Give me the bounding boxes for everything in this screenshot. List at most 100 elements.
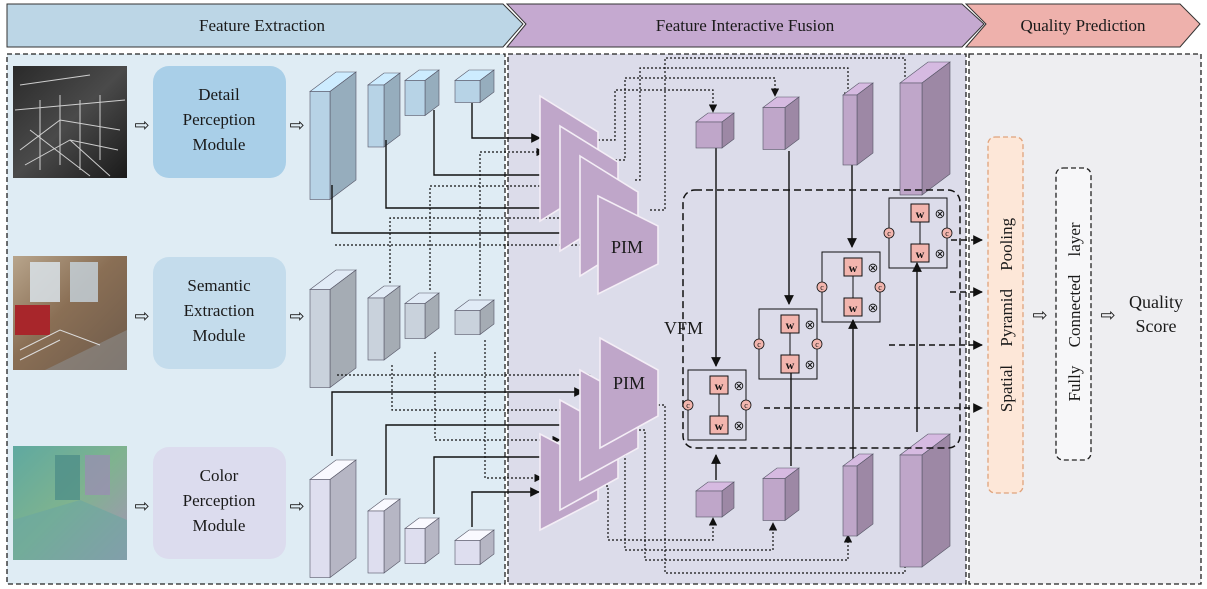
multiply-icon: ⊗ xyxy=(868,260,879,275)
weight-label: w xyxy=(715,379,724,393)
encoder-feature-2-2 xyxy=(367,285,401,361)
concat-icon xyxy=(816,281,828,293)
connection-line xyxy=(391,365,575,415)
connection-line xyxy=(620,454,778,551)
encoder-feature-1-1 xyxy=(309,71,357,201)
fc-word-1: Fully xyxy=(1065,365,1084,401)
input-detail-image xyxy=(13,66,127,178)
connection-line xyxy=(471,103,541,143)
weight-label: w xyxy=(715,419,724,433)
connection-line xyxy=(635,67,853,181)
encoder-feature-3-2 xyxy=(367,498,401,574)
weight-label: w xyxy=(849,261,858,275)
header-label-fusion: Feature Interactive Fusion xyxy=(656,16,835,35)
decoder-bottom-1 xyxy=(695,481,735,518)
arrow-to-score: ⇨ xyxy=(1100,305,1115,325)
fc-label: Fully Connected layer xyxy=(1065,222,1084,401)
concat-label: c xyxy=(878,283,882,292)
encoder-feature-2-4 xyxy=(454,299,495,336)
concat-icon xyxy=(883,227,895,239)
connection-line xyxy=(331,185,596,238)
spp-box xyxy=(987,136,1024,494)
quality-score-line-2: Score xyxy=(1136,316,1177,336)
encoder-feature-3-3 xyxy=(404,517,440,565)
module-label-line: Perception xyxy=(183,110,256,129)
connection-line xyxy=(650,404,910,574)
spp-word-2: Pyramid xyxy=(997,289,1016,347)
multiply-icon: ⊗ xyxy=(935,206,946,221)
encoder-feature-2-3 xyxy=(404,292,440,340)
header-quality-prediction xyxy=(964,3,1201,48)
module-label-line: Module xyxy=(193,135,246,154)
module-label-line: Perception xyxy=(183,491,256,510)
encoder-feature-1-3 xyxy=(404,69,440,117)
concat-icon xyxy=(941,227,953,239)
vfm-region xyxy=(682,189,961,449)
module-label-line: Module xyxy=(193,516,246,535)
encoder-feature-2-1 xyxy=(309,269,357,389)
decoder-bottom-2 xyxy=(762,467,800,522)
hollow-arrow-out: ⇨ xyxy=(289,115,304,135)
multiply-icon: ⊗ xyxy=(868,300,879,315)
connection-line xyxy=(429,181,563,290)
hollow-arrow-in: ⇨ xyxy=(134,115,149,135)
weight-label: w xyxy=(786,358,795,372)
hollow-arrow-in: ⇨ xyxy=(134,496,149,516)
concat-icon xyxy=(682,399,694,411)
connection-line xyxy=(650,57,910,211)
weight-label: w xyxy=(916,207,925,221)
encoder-feature-1-2 xyxy=(367,72,401,148)
vfm-label: VFM xyxy=(664,318,703,338)
spp-word-1: Spatial xyxy=(997,365,1016,412)
pim-upper-main xyxy=(597,194,659,296)
connection-line xyxy=(385,140,576,213)
hollow-arrow-out: ⇨ xyxy=(289,306,304,326)
multiply-icon: ⊗ xyxy=(935,246,946,261)
concat-label: c xyxy=(887,229,891,238)
module-label-line: Detail xyxy=(198,85,240,104)
concat-label: c xyxy=(744,401,748,410)
fc-box xyxy=(1055,167,1092,461)
multiply-icon: ⊗ xyxy=(805,357,816,372)
multiply-icon: ⊗ xyxy=(734,378,745,393)
spp-word-3: Pooling xyxy=(997,217,1016,270)
header-label-extraction: Feature Extraction xyxy=(199,16,326,35)
fc-word-3: layer xyxy=(1065,222,1084,256)
connection-line xyxy=(484,340,543,483)
weight-label: w xyxy=(849,301,858,315)
decoder-bottom-4 xyxy=(899,433,951,568)
module-label-line: Module xyxy=(193,326,246,345)
decoder-bottom-3 xyxy=(842,453,874,537)
header-bar: Feature Extraction Feature Interactive F… xyxy=(6,3,1201,48)
concat-icon xyxy=(874,281,886,293)
connection-line xyxy=(615,77,780,161)
header-feature-extraction xyxy=(6,3,524,48)
concat-icon xyxy=(753,338,765,350)
pim-label-upper: PIM xyxy=(611,237,643,257)
decoder-top-4 xyxy=(899,61,951,196)
multiply-icon: ⊗ xyxy=(734,418,745,433)
connection-line xyxy=(479,147,545,296)
quality-score-line-1: Quality xyxy=(1129,292,1183,312)
module-label-line: Extraction xyxy=(184,301,255,320)
multiply-icon: ⊗ xyxy=(805,317,816,332)
module-label-line: Color xyxy=(200,466,239,485)
encoder-feature-1-4 xyxy=(454,69,495,104)
input-semantic-image xyxy=(13,256,127,370)
encoder-feature-3-4 xyxy=(454,529,495,566)
concat-label: c xyxy=(757,340,761,349)
connection-line xyxy=(635,429,853,561)
module-label-line: Semantic xyxy=(187,276,251,295)
concat-label: c xyxy=(945,229,949,238)
header-feature-interactive-fusion xyxy=(505,3,985,48)
weight-label: w xyxy=(786,318,795,332)
spp-label: Spatial Pyramid Pooling xyxy=(997,217,1016,412)
encoder-feature-3-1 xyxy=(309,459,357,579)
